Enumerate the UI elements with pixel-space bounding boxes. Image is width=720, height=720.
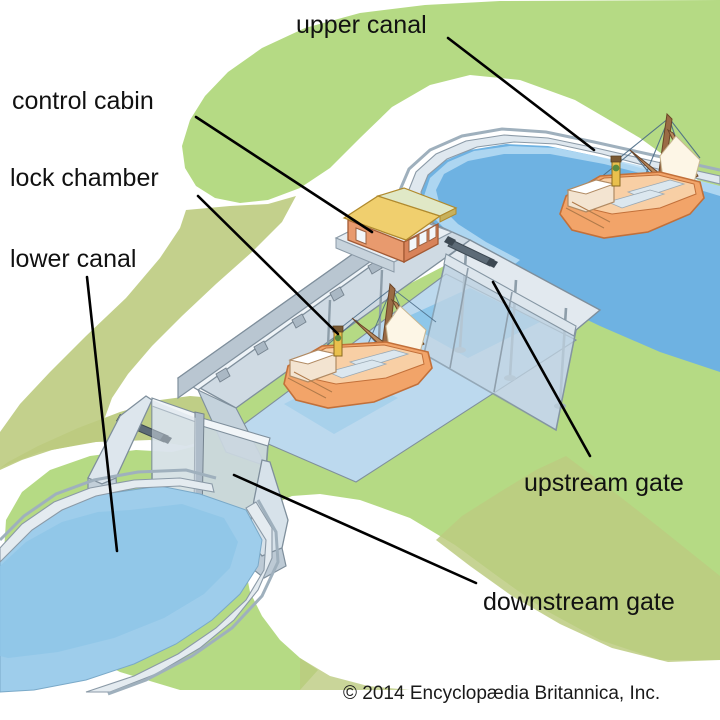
control-cabin-platform-face — [335, 237, 395, 273]
grass-shadow-right — [436, 456, 720, 662]
label-lock-chamber: lock chamber — [10, 164, 159, 192]
upstream-gate-frame-top — [443, 253, 577, 337]
leader-lock-chamber — [196, 194, 340, 336]
boat-lock-hatch-2 — [326, 359, 388, 379]
boat-upper-funnel — [611, 159, 621, 187]
label-control-cabin: control cabin — [12, 87, 154, 115]
control-cabin-roof-edge — [439, 207, 457, 223]
grass-shadow-bottom — [300, 658, 410, 690]
boat-upper-funnel-cap — [610, 155, 622, 163]
copyright-credit: © 2014 Encyclopædia Britannica, Inc. — [343, 683, 661, 704]
boat-upper — [559, 112, 705, 239]
upstream-gate-machinery — [444, 236, 498, 268]
label-lower-canal: lower canal — [10, 245, 137, 273]
leader-control-cabin — [194, 115, 374, 234]
grass-upper-bank — [182, 0, 720, 203]
boat-upper-hatch-2 — [606, 189, 666, 209]
lower-canal-bankline-left — [0, 468, 217, 542]
leader-downstream-gate — [232, 473, 478, 585]
lower-canal-group — [0, 468, 280, 696]
label-downstream-gate: downstream gate — [483, 588, 675, 616]
lower-canal-coping-left — [0, 477, 215, 563]
control-cabin — [334, 187, 458, 273]
boat-lock — [283, 282, 437, 409]
leader-upper-canal — [446, 36, 596, 152]
control-cabin-windows — [408, 224, 437, 253]
grass-shadow-left-upper — [0, 196, 296, 470]
leader-upstream-gate — [491, 280, 592, 458]
upstream-gate — [423, 253, 577, 432]
lower-canal-bankline-right — [107, 499, 280, 696]
boat-lock-crew — [334, 334, 342, 342]
lower-canal-water-deep — [0, 504, 238, 658]
label-upper-canal: upper canal — [296, 11, 427, 39]
leader-lower-canal — [85, 275, 119, 553]
boat-upper-crew — [612, 164, 620, 172]
leader-lines — [85, 36, 596, 585]
control-cabin-window-front — [355, 227, 367, 245]
label-upstream-gate: upstream gate — [524, 469, 684, 497]
